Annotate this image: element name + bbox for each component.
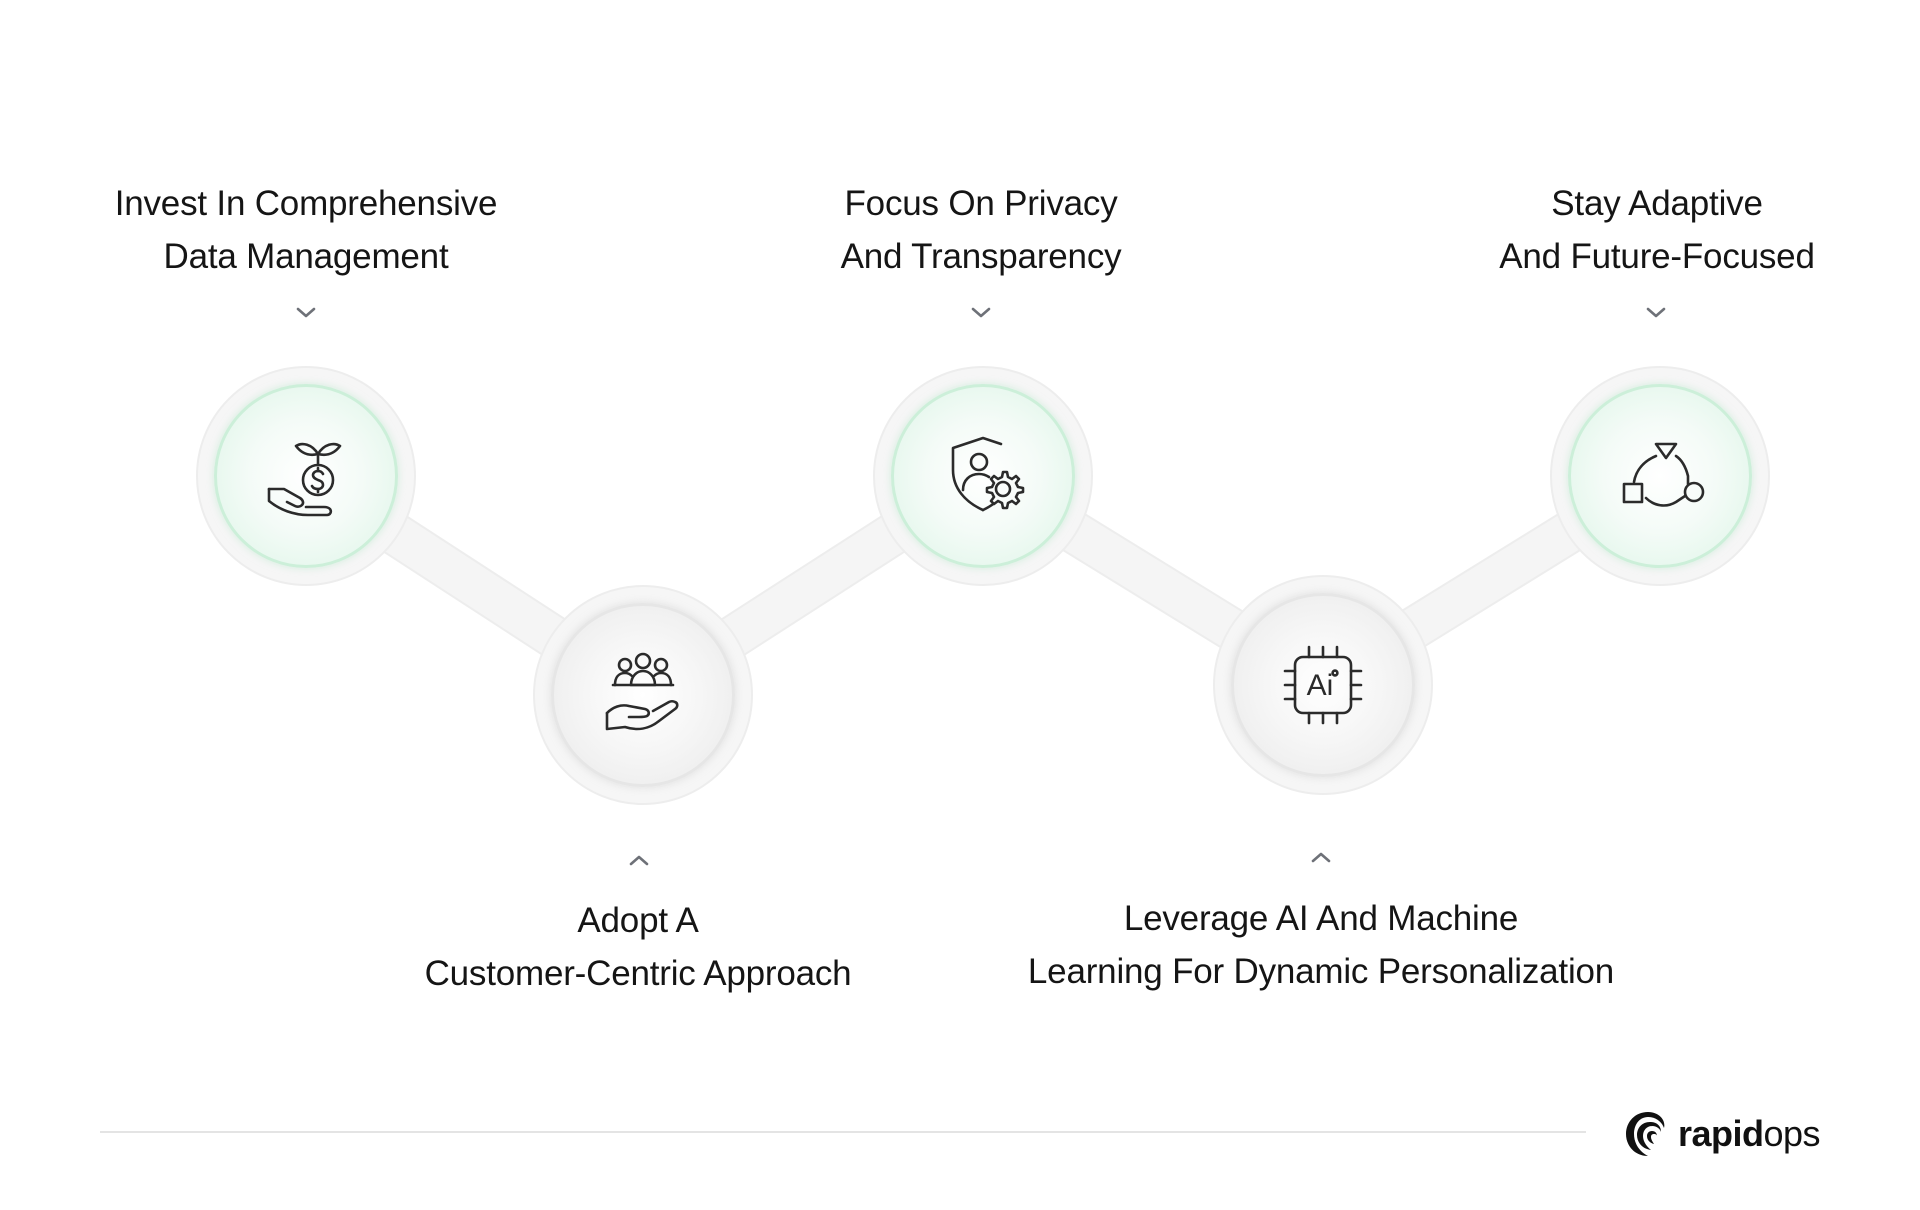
chevron-down-icon [296, 307, 316, 318]
step-adaptive-line1: Stay Adaptive [1551, 184, 1763, 223]
step-adopt-line1: Adopt A [577, 901, 699, 940]
step-ai-line2: Learning For Dynamic Personalization [1027, 952, 1615, 991]
footer-divider [100, 1131, 1586, 1133]
ai-chip-label: Ai [1307, 669, 1334, 702]
chevron-down-icon [971, 307, 991, 318]
step-privacy-label: Focus On Privacy And Transparency [631, 177, 1331, 283]
step-privacy-line1: Focus On Privacy [844, 184, 1118, 223]
step-ai-line1: Leverage AI And Machine [1123, 899, 1519, 938]
chevron-down-icon [1646, 307, 1666, 318]
step-invest-label: Invest In Comprehensive Data Management [0, 177, 656, 283]
rapidops-swirl-icon [1626, 1112, 1665, 1156]
step-invest-line2: Data Management [163, 237, 449, 276]
step-adopt-label: Adopt A Customer-Centric Approach [288, 894, 988, 1000]
step-invest-line1: Invest In Comprehensive [114, 184, 498, 223]
step-ai-node: Ai [1213, 575, 1433, 795]
hand-people-icon [605, 652, 679, 731]
hand-plant-dollar-icon [267, 442, 342, 517]
brand-logo: rapidops [1622, 1104, 1821, 1164]
step-adaptive-line2: And Future-Focused [1499, 237, 1815, 276]
step-ai-label: Leverage AI And Machine Learning For Dyn… [971, 892, 1671, 998]
chevron-up-icon [629, 855, 649, 866]
ai-chip-icon: Ai [1283, 645, 1363, 725]
step-privacy-line2: And Transparency [840, 237, 1122, 276]
chevron-up-icon [1311, 852, 1331, 863]
step-adopt-node [533, 585, 753, 805]
shield-user-gear-icon [951, 436, 1025, 512]
step-adopt-line2: Customer-Centric Approach [424, 954, 852, 993]
step-invest-node [196, 366, 416, 586]
step-adaptive-label: Stay Adaptive And Future-Focused [1307, 177, 1920, 283]
step-privacy-node [873, 366, 1093, 586]
brand-name-bold: rapid [1678, 1113, 1764, 1154]
step-adaptive-node [1550, 366, 1770, 586]
adaptive-cycle-icon [1622, 442, 1705, 507]
brand-wordmark: rapidops [1678, 1113, 1821, 1155]
brand-name-light: ops [1763, 1113, 1821, 1154]
